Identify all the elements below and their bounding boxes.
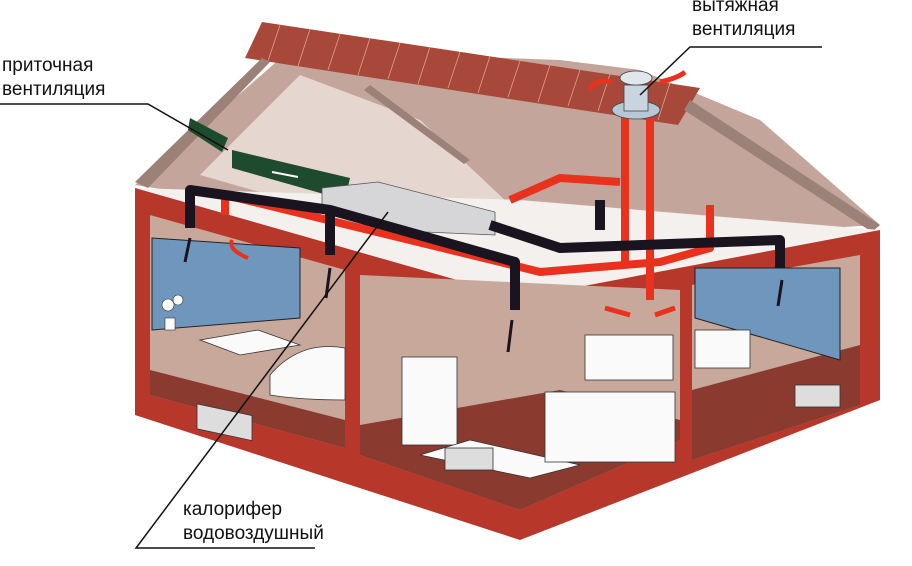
inner-rafter bbox=[364, 85, 470, 164]
label-supply-line1: приточная bbox=[2, 55, 94, 76]
window-bedroom bbox=[694, 267, 841, 361]
label-exhaust-line1: вытяжная bbox=[692, 0, 779, 16]
supply-arrow-kitchen bbox=[506, 319, 514, 353]
radiator-kitchen bbox=[444, 447, 494, 471]
plant-icon bbox=[161, 294, 184, 331]
roof-exhaust-cap bbox=[619, 70, 653, 86]
radiator-bedroom bbox=[794, 384, 841, 408]
label-heater-line1: калорифер bbox=[183, 499, 283, 520]
intake-flow-arrow bbox=[271, 171, 299, 178]
roof bbox=[245, 22, 700, 125]
table-living bbox=[198, 329, 302, 356]
label-heater-line2: водовоздушный bbox=[183, 523, 324, 544]
kitchen-counter bbox=[544, 391, 676, 463]
bed bbox=[694, 329, 751, 369]
label-exhaust-line2: вентиляция bbox=[692, 19, 796, 40]
window-living bbox=[151, 237, 301, 331]
kitchen-cabinets-upper bbox=[584, 334, 674, 381]
fridge bbox=[401, 356, 458, 446]
leader-supply bbox=[0, 103, 229, 151]
exhaust-out-arrow-right bbox=[659, 70, 687, 85]
armchair bbox=[269, 346, 346, 401]
exhaust-duct bbox=[221, 110, 714, 300]
exhaust-out-arrow-left bbox=[587, 78, 613, 92]
right-rafter bbox=[684, 100, 880, 232]
return-arrow-living bbox=[229, 239, 249, 260]
roof-exhaust-pipe bbox=[623, 84, 649, 112]
leader-exhaust bbox=[639, 46, 822, 96]
left-rafter bbox=[135, 58, 270, 188]
label-supply-line2: вентиляция bbox=[2, 79, 106, 100]
leader-heater bbox=[134, 211, 389, 549]
room-living-floor bbox=[150, 370, 345, 448]
label-exhaust-ventilation: вытяжная вентиляция bbox=[692, 0, 795, 42]
supply-arrow-bedroom bbox=[776, 279, 784, 307]
radiator-living bbox=[196, 403, 253, 442]
label-supply-ventilation: приточная вентиляция bbox=[2, 54, 105, 102]
supply-duct bbox=[185, 185, 785, 310]
room-bedroom-floor bbox=[692, 345, 860, 460]
extract-intake-arrows bbox=[604, 305, 676, 318]
supply-arrow-living bbox=[183, 237, 192, 263]
label-water-air-heater: калорифер водовоздушный bbox=[183, 498, 324, 546]
